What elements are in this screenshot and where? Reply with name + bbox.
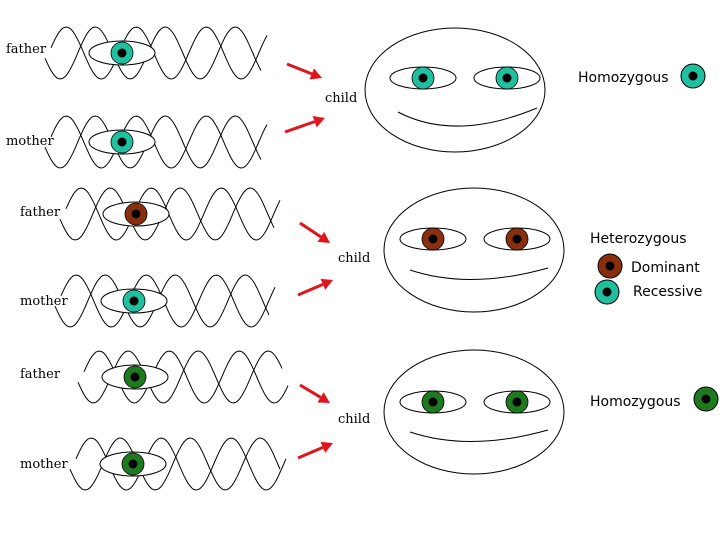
mouth [397, 107, 538, 127]
arrow-father-2 [299, 221, 330, 243]
mother-label: mother [20, 457, 68, 472]
mother-label: mother [6, 134, 54, 149]
dominant-swatch [597, 253, 623, 279]
result-label: Heterozygous [590, 231, 687, 247]
chromosome-strand [50, 115, 268, 169]
child-label: child [325, 91, 357, 106]
eye-icon [399, 390, 467, 414]
eye-icon [101, 364, 169, 390]
father-label: father [20, 205, 61, 220]
mouth [409, 267, 549, 280]
labels: fathermotherchildHomozygousfathermotherc… [6, 42, 702, 472]
mother-chromosome-2 [54, 274, 276, 328]
child-faces [364, 27, 719, 475]
father-label: father [20, 367, 61, 382]
arrow-father-1 [286, 62, 322, 80]
father-chromosome-1 [44, 26, 268, 80]
eye-icon [473, 66, 541, 90]
chromosome-strand [60, 274, 276, 328]
recessive-label: Recessive [633, 284, 702, 300]
mother-label: mother [20, 294, 68, 309]
arrow-mother-1 [284, 115, 325, 134]
result-label: Homozygous [590, 394, 681, 410]
child-face-1 [364, 27, 546, 153]
recessive-swatch [594, 279, 620, 305]
eye-icon [483, 227, 551, 251]
chromosome-strand [65, 187, 281, 241]
dominant-label: Dominant [631, 260, 700, 276]
eye-icon [100, 288, 168, 314]
father-chromosome-2 [59, 187, 281, 241]
child-label: child [338, 251, 370, 266]
eye-icon [389, 66, 457, 90]
chromosome-pairs [44, 26, 289, 491]
eye-icon [88, 40, 156, 66]
child-face-2 [383, 187, 565, 313]
face-outline [383, 187, 565, 313]
result-swatch [680, 63, 706, 89]
eye-icon [88, 129, 156, 155]
arrows [284, 62, 333, 460]
father-label: father [6, 42, 47, 57]
mouth [409, 429, 549, 442]
result-swatch [693, 386, 719, 412]
child-label: child [338, 412, 370, 427]
eye-icon [99, 451, 167, 477]
result-label: Homozygous [578, 70, 669, 86]
arrow-father-3 [299, 383, 330, 403]
child-face-3 [383, 349, 565, 475]
chromosome-strand [50, 26, 268, 80]
eye-icon [483, 390, 551, 414]
face-outline [364, 27, 546, 153]
eye-icon [102, 201, 170, 227]
mother-chromosome-1 [44, 115, 268, 169]
face-outline [383, 349, 565, 475]
arrow-mother-2 [297, 278, 333, 297]
eye-icon [399, 227, 467, 251]
father-chromosome-3 [77, 350, 289, 404]
arrow-mother-3 [297, 441, 333, 460]
mother-chromosome-3 [69, 437, 287, 491]
